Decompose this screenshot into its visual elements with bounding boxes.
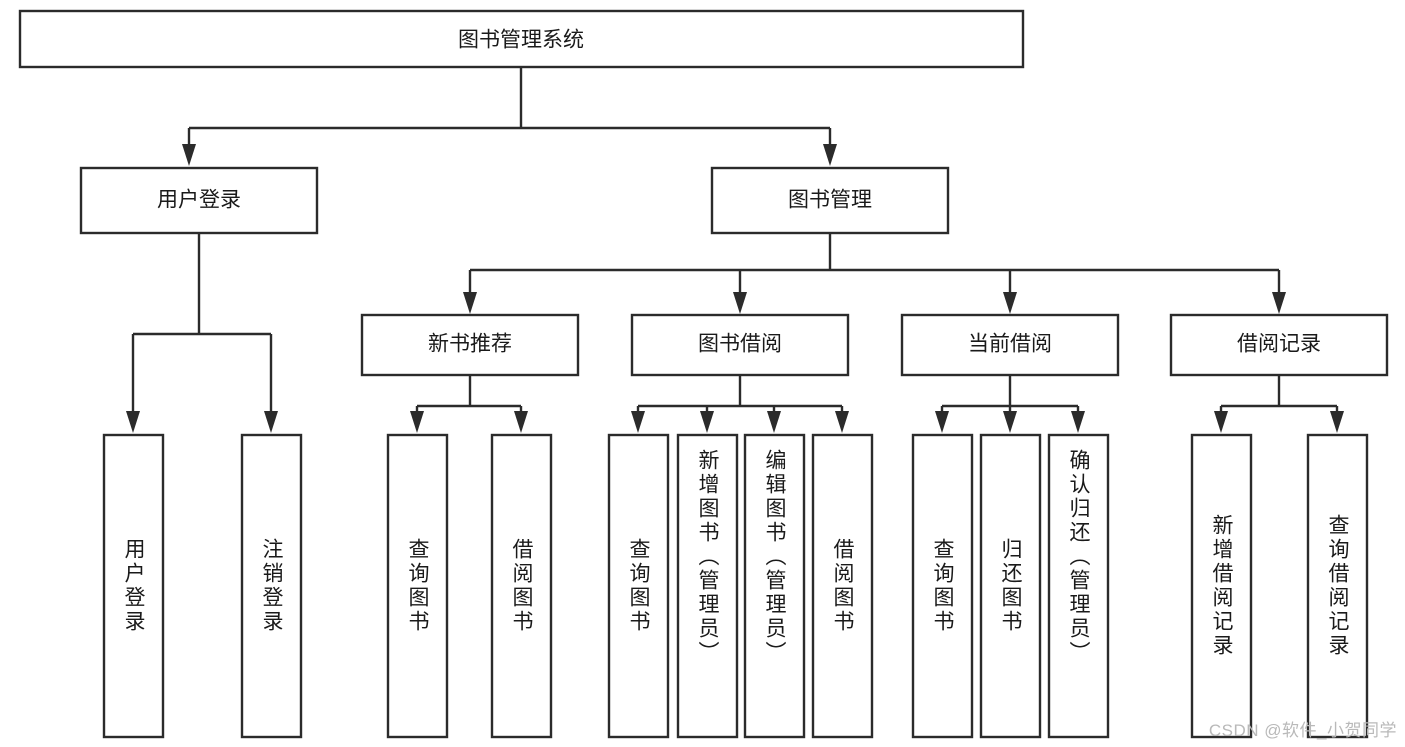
leaf-box-user-login-2[interactable] xyxy=(240,433,303,739)
node-user-login-label: 用户登录 xyxy=(157,189,241,212)
node-book-borrow-label: 图书借阅 xyxy=(698,333,782,356)
leaf-box-br-2[interactable] xyxy=(1306,433,1369,739)
arrow-head-to-user-login xyxy=(182,144,196,166)
arrow-head-leaf-bb-3 xyxy=(767,411,781,433)
arrow-head-leaf-bb-4 xyxy=(835,411,849,433)
arrow-head-leaf-br-1 xyxy=(1214,411,1228,433)
leaf-box-bb-1[interactable] xyxy=(607,433,670,739)
node-new-book-recommend-box[interactable] xyxy=(360,313,580,377)
node-root-box[interactable] xyxy=(18,9,1025,69)
arrow-head-leaf-logout xyxy=(264,411,278,433)
node-borrow-record-label: 借阅记录 xyxy=(1237,333,1321,356)
node-current-borrow-label: 当前借阅 xyxy=(968,333,1052,356)
arrow-head-to-borrow-record xyxy=(1272,292,1286,314)
leaf-box-bb-4[interactable] xyxy=(811,433,874,739)
watermark: CSDN @软件_小贺同学 xyxy=(1208,721,1397,740)
node-new-book-recommend[interactable]: 新书推荐 xyxy=(360,313,580,377)
node-root-label: 图书管理系统 xyxy=(458,29,584,52)
node-book-management-label: 图书管理 xyxy=(788,189,872,212)
leaf-box-bb-3[interactable] xyxy=(743,433,806,739)
leaf-box-cb-1[interactable] xyxy=(911,433,974,739)
connector-book-borrow-to-leaves xyxy=(631,375,849,433)
node-new-book-recommend-label: 新书推荐 xyxy=(428,333,512,356)
leaf-box-nbr-2[interactable] xyxy=(490,433,553,739)
connector-new-book-recommend-to-leaves xyxy=(410,375,528,433)
arrow-head-leaf-user-login xyxy=(126,411,140,433)
leaf-box-cb-2[interactable] xyxy=(979,433,1042,739)
leaf-box-cb-3[interactable] xyxy=(1047,433,1110,739)
arrow-head-leaf-bb-2 xyxy=(700,411,714,433)
arrow-head-to-current-borrow xyxy=(1003,292,1017,314)
leaf-box-bb-2[interactable] xyxy=(676,433,739,739)
node-book-borrow[interactable]: 图书借阅 xyxy=(630,313,850,377)
arrow-head-leaf-br-2 xyxy=(1330,411,1344,433)
arrow-head-leaf-cb-2 xyxy=(1003,411,1017,433)
connector-book-management-to-level3 xyxy=(463,233,1286,314)
node-book-borrow-box[interactable] xyxy=(630,313,850,377)
arrow-head-to-book-borrow xyxy=(733,292,747,314)
node-current-borrow-box[interactable] xyxy=(900,313,1120,377)
connector-user-login-to-leaves xyxy=(126,233,278,433)
arrow-head-leaf-cb-3 xyxy=(1071,411,1085,433)
connector-current-borrow-to-leaves xyxy=(935,375,1085,433)
arrow-head-leaf-bb-1 xyxy=(631,411,645,433)
leaf-box-br-1[interactable] xyxy=(1190,433,1253,739)
connector-borrow-record-to-leaves xyxy=(1214,375,1344,433)
arrow-head-leaf-nbr-1 xyxy=(410,411,424,433)
node-book-management[interactable]: 图书管理 xyxy=(710,166,950,235)
arrow-head-leaf-nbr-2 xyxy=(514,411,528,433)
node-borrow-record[interactable]: 借阅记录 xyxy=(1169,313,1389,377)
leaf-box-user-login-1[interactable] xyxy=(102,433,165,739)
node-book-management-box[interactable] xyxy=(710,166,950,235)
arrow-head-to-new-book-recommend xyxy=(463,292,477,314)
node-user-login[interactable]: 用户登录 xyxy=(79,166,319,235)
leaf-box-nbr-1[interactable] xyxy=(386,433,449,739)
connector-root-to-level2 xyxy=(182,67,837,166)
node-root[interactable]: 图书管理系统 xyxy=(18,9,1025,69)
node-borrow-record-box[interactable] xyxy=(1169,313,1389,377)
arrow-head-leaf-cb-1 xyxy=(935,411,949,433)
node-current-borrow[interactable]: 当前借阅 xyxy=(900,313,1120,377)
arrow-head-to-book-management xyxy=(823,144,837,166)
